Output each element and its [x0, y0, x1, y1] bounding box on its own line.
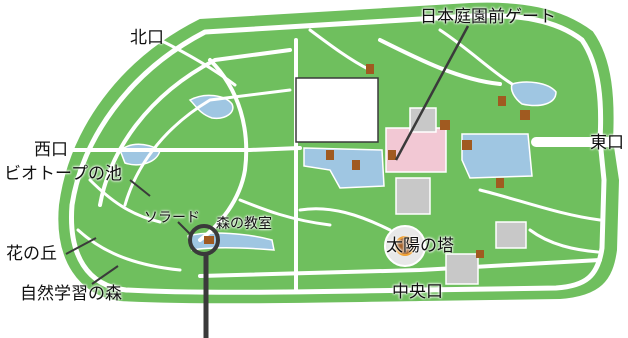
- east-building: [495, 221, 527, 249]
- road-sw-2: [88, 178, 162, 224]
- solarado-label: ソラード: [144, 210, 200, 226]
- expo-plaza-building: [295, 77, 379, 143]
- road-network: [58, 13, 628, 295]
- road-south: [198, 258, 602, 278]
- road-loop-2: [98, 48, 292, 207]
- facility-block: [204, 236, 214, 244]
- east-gate-label: 東口: [590, 133, 624, 153]
- facility-block: [520, 110, 530, 120]
- road-forest-2: [298, 207, 392, 232]
- road-se-1: [478, 188, 602, 222]
- road-north-1: [158, 38, 237, 87]
- flower-hill-pointer-line: [65, 237, 97, 255]
- road-loop-3: [123, 88, 292, 207]
- facility-block: [326, 150, 334, 160]
- road-forest-1: [238, 198, 332, 227]
- sun-tower-marker: [395, 236, 415, 256]
- flower-hill-label: 花の丘: [6, 244, 57, 264]
- river-west: [188, 94, 234, 120]
- facility-block: [366, 64, 374, 74]
- nature-forest-pointer-line: [91, 265, 119, 285]
- road-north-2: [308, 28, 372, 72]
- facility-block: [498, 96, 506, 106]
- garden-pond: [303, 147, 385, 189]
- sun-tower-label: 太陽の塔: [386, 236, 454, 256]
- road-ne-1: [378, 38, 502, 86]
- road-diagonal: [198, 58, 249, 242]
- facility-block: [352, 160, 360, 170]
- facility-markers: [204, 64, 530, 258]
- south-plaza: [445, 253, 479, 285]
- solarado-pointer-line: [177, 221, 191, 235]
- forest-classroom-label: 森の教室: [216, 216, 272, 232]
- facility-block: [440, 120, 450, 130]
- road-ne-2: [438, 28, 514, 86]
- water-bodies: [119, 81, 557, 251]
- road-outer-loop: [68, 13, 607, 295]
- facility-block: [496, 178, 504, 188]
- center-gate-label: 中央口: [392, 282, 443, 302]
- nature-forest-label: 自然学習の森: [20, 284, 122, 304]
- road-sw-1: [76, 228, 182, 272]
- north-east-pond: [510, 81, 557, 107]
- north-gate-label: 北口: [130, 28, 164, 48]
- road-main-east-west: [58, 146, 302, 152]
- sun-plaza: [395, 177, 431, 215]
- gate-pointer-line: [394, 25, 470, 161]
- road-se-2: [528, 228, 600, 254]
- facility-block: [462, 140, 472, 150]
- facility-block: [476, 250, 484, 258]
- west-gate-label: 西口: [34, 140, 68, 160]
- japanese-garden-gate-label: 日本庭園前ゲート: [420, 7, 556, 27]
- facility-block: [388, 150, 396, 160]
- east-pond: [461, 133, 533, 179]
- biotope-pond-label: ビオトープの池: [4, 164, 122, 184]
- biotope-pointer-line: [129, 179, 151, 197]
